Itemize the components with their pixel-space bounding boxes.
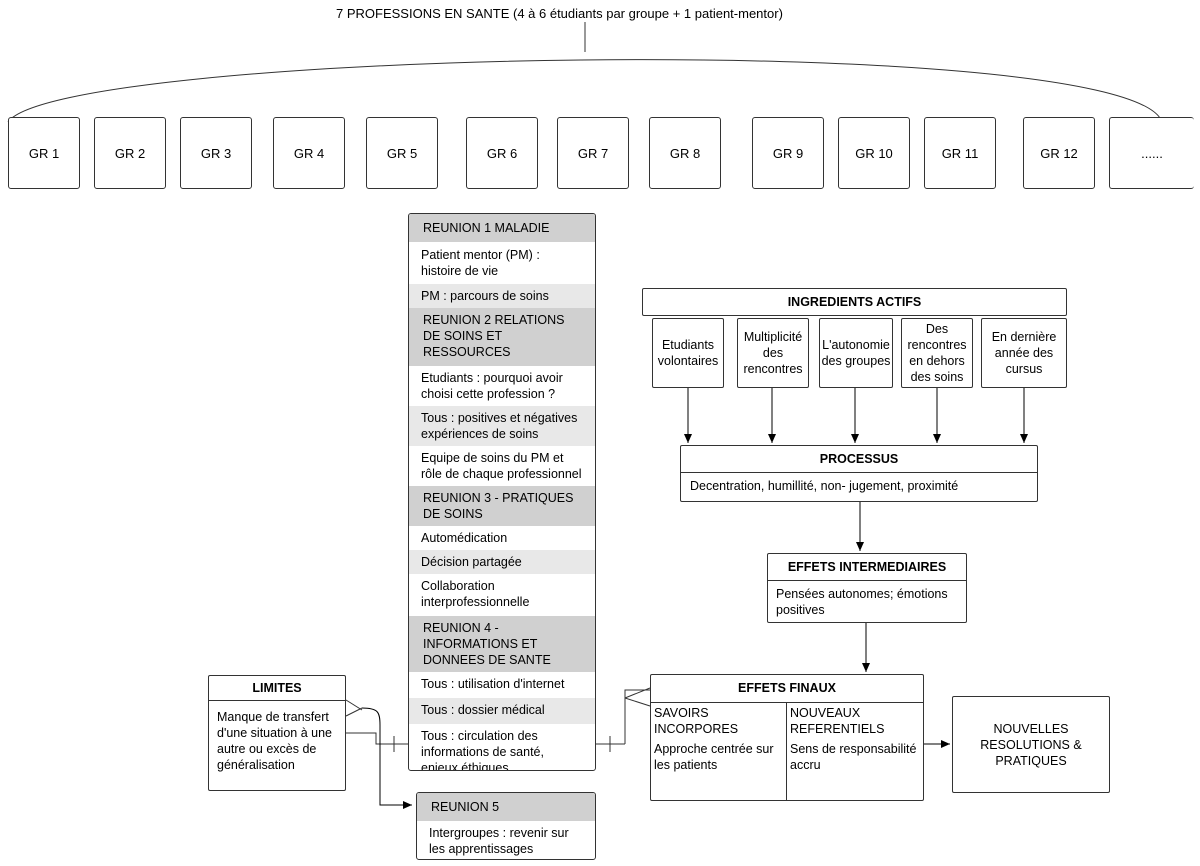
reunion-1-header: REUNION 1 MALADIE: [409, 214, 595, 242]
group-box-more: ......: [1109, 117, 1194, 189]
ingredient-box: Des rencontres en dehors des soins: [901, 318, 973, 388]
ingredient-box: En dernière année des cursus: [981, 318, 1067, 388]
ingredients-header: INGREDIENTS ACTIFS: [642, 288, 1067, 316]
group-arc: [7, 59, 1161, 123]
limites-box: LIMITES Manque de transfert d'une situat…: [208, 675, 346, 791]
ingredient-box: L'autonomie des groupes: [819, 318, 893, 388]
diagram-title: 7 PROFESSIONS EN SANTE (4 à 6 étudiants …: [336, 6, 783, 21]
reunion-1-item: Patient mentor (PM) : histoire de vie: [421, 248, 540, 278]
reunion-3-item: Décision partagée: [409, 550, 595, 574]
processus-header: PROCESSUS: [681, 446, 1037, 473]
nouveaux-referentiels-title: NOUVEAUX REFERENTIELS: [790, 706, 885, 736]
nouveaux-referentiels-cell: NOUVEAUX REFERENTIELS Sens de responsabi…: [787, 703, 923, 800]
nouvelles-resolutions-box: NOUVELLES RESOLUTIONS & PRATIQUES: [952, 696, 1110, 793]
limites-header: LIMITES: [209, 676, 345, 701]
savoirs-incorpores-text: Approche centrée sur les patients: [654, 742, 774, 772]
nouveaux-referentiels-text: Sens de responsabilité accru: [790, 742, 917, 772]
effets-finaux-header: EFFETS FINAUX: [651, 675, 923, 703]
ingredient-box: Multiplicité des rencontres: [737, 318, 809, 388]
savoirs-incorpores-cell: SAVOIRS INCORPORES Approche centrée sur …: [651, 703, 787, 800]
reunion-4-item: Tous : utilisation d'internet: [421, 677, 565, 691]
reunion-4-item: Tous : dossier médical: [409, 698, 595, 724]
reunion-4-item: Tous : circulation des informations de s…: [421, 729, 544, 771]
group-box-8: GR 8: [649, 117, 721, 189]
reunion-1-item: PM : parcours de soins: [409, 284, 595, 308]
group-box-2: GR 2: [94, 117, 166, 189]
reunion-2-item: Etudiants : pourquoi avoir choisi cette …: [421, 371, 563, 401]
group-box-4: GR 4: [273, 117, 345, 189]
reunion-3-header: REUNION 3 - PRATIQUES DE SOINS: [409, 486, 595, 526]
group-box-1: GR 1: [8, 117, 80, 189]
savoirs-incorpores-title: SAVOIRS INCORPORES: [654, 706, 739, 736]
ingredient-box: Etudiants volontaires: [652, 318, 724, 388]
group-box-11: GR 11: [924, 117, 996, 189]
effets-intermediaires-box: EFFETS INTERMEDIAIRES Pensées autonomes;…: [767, 553, 967, 623]
group-box-6: GR 6: [466, 117, 538, 189]
reunion-5-header: REUNION 5: [417, 793, 595, 821]
effets-intermediaires-text: Pensées autonomes; émotions positives: [776, 587, 948, 617]
group-box-12: GR 12: [1023, 117, 1095, 189]
reunion-4-header: REUNION 4 - INFORMATIONS ET DONNEES DE S…: [409, 616, 595, 672]
link-limites-r4: [346, 732, 408, 745]
reunion-5-box: REUNION 5 Intergroupes : revenir sur les…: [416, 792, 596, 860]
group-box-5: GR 5: [366, 117, 438, 189]
processus-box: PROCESSUS Decentration, humillité, non- …: [680, 445, 1038, 502]
arrow-limites-r5: [361, 707, 412, 809]
effets-intermediaires-header: EFFETS INTERMEDIAIRES: [768, 554, 966, 581]
group-box-3: GR 3: [180, 117, 252, 189]
reunion-3-item: Collaboration interprofessionnelle: [421, 579, 530, 609]
reunion-5-item: Intergroupes : revenir sur les apprentis…: [429, 826, 569, 856]
reunion-2-header: REUNION 2 RELATIONS DE SOINS ET RESSOURC…: [409, 308, 595, 366]
reunion-3-item: Automédication: [421, 531, 508, 545]
group-box-10: GR 10: [838, 117, 910, 189]
effets-finaux-box: EFFETS FINAUX SAVOIRS INCORPORES Approch…: [650, 674, 924, 801]
processus-text: Decentration, humillité, non- jugement, …: [690, 479, 959, 493]
group-box-9: GR 9: [752, 117, 824, 189]
group-box-7: GR 7: [557, 117, 629, 189]
reunions-column: REUNION 1 MALADIE Patient mentor (PM) : …: [408, 213, 596, 771]
reunion-2-item: Equipe de soins du PM et rôle de chaque …: [421, 451, 582, 481]
reunion-2-item: Tous : positives et négatives expérience…: [409, 406, 595, 446]
limites-text: Manque de transfert d'une situation à un…: [217, 710, 332, 772]
